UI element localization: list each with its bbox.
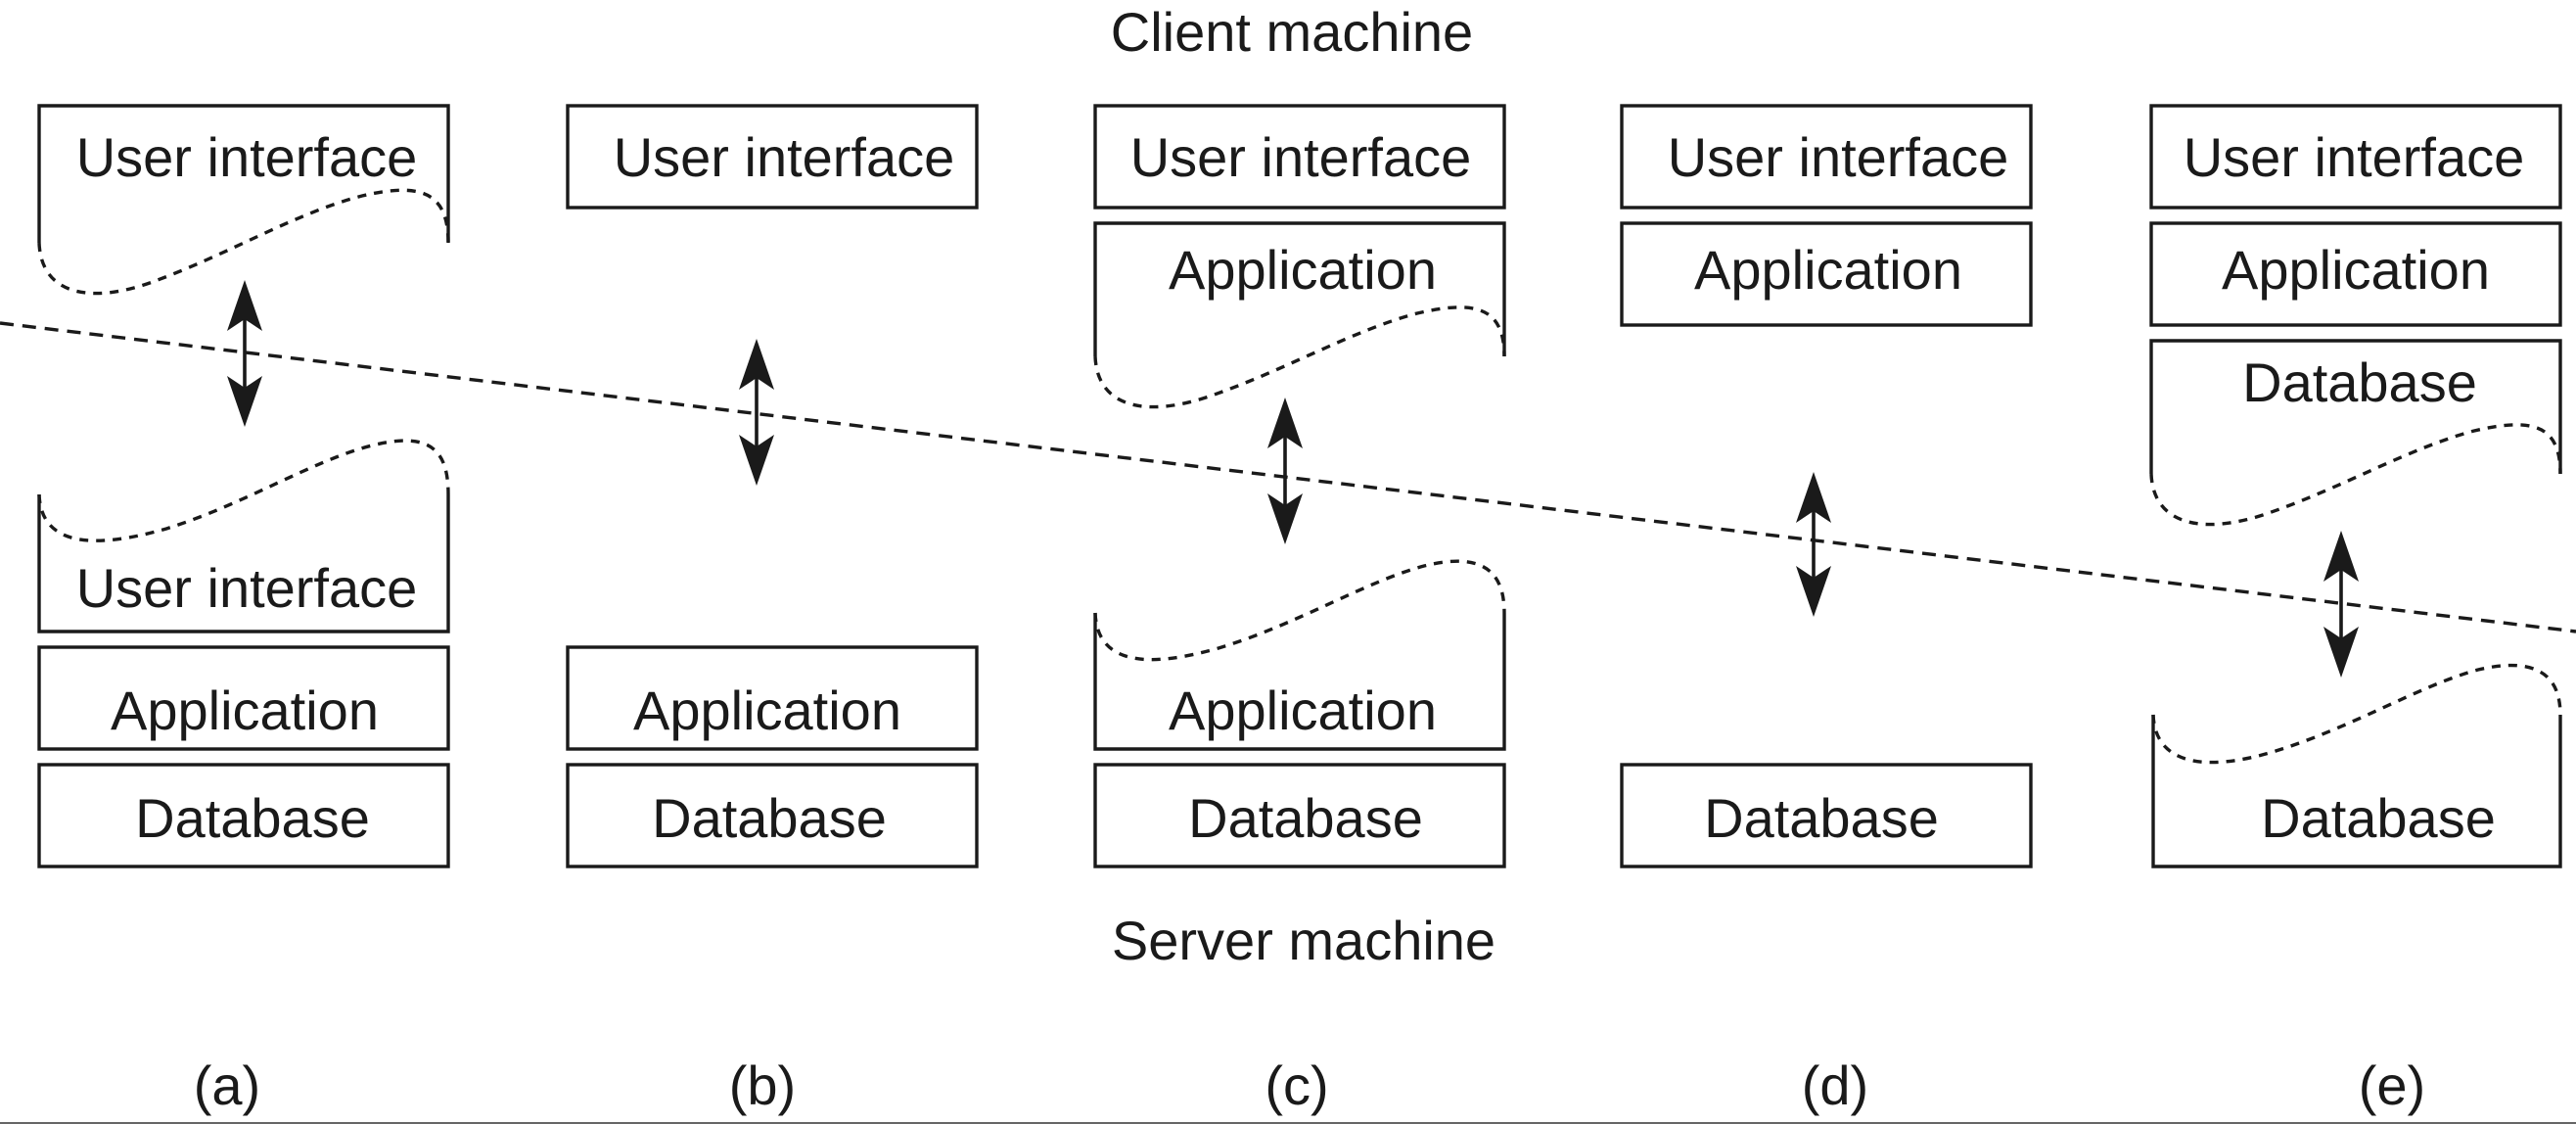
column-c-server-database-box: Database bbox=[1093, 763, 1506, 868]
column-b-server-database-label: Database bbox=[652, 787, 887, 849]
column-a: User interface User interface Applicatio… bbox=[37, 104, 450, 1116]
column-c-client-ui-box: User interface bbox=[1093, 104, 1506, 210]
column-c-arrow bbox=[1267, 398, 1303, 544]
column-a-caption: (a) bbox=[194, 1054, 260, 1116]
column-c-client-application-label: Application bbox=[1169, 239, 1437, 301]
column-c-server-application-label: Application bbox=[1169, 679, 1437, 741]
column-c-client-application-box: Application bbox=[1093, 221, 1506, 409]
column-b-arrow bbox=[739, 339, 774, 486]
column-d-client-ui-label: User interface bbox=[1668, 126, 2009, 188]
column-a-server-ui-box: User interface bbox=[37, 439, 450, 633]
column-c-client-ui-label: User interface bbox=[1130, 126, 1472, 188]
column-a-client-ui-label: User interface bbox=[76, 126, 418, 188]
column-d-client-ui-box: User interface bbox=[1620, 104, 2033, 210]
column-e-client-database-box: Database bbox=[2149, 339, 2562, 527]
server-machine-title: Server machine bbox=[1112, 910, 1495, 971]
column-a-server-application-label: Application bbox=[111, 679, 379, 741]
column-e-client-ui-label: User interface bbox=[2184, 126, 2525, 188]
column-b: User interface Application Database (b) bbox=[566, 104, 979, 1116]
column-e-client-database-label: Database bbox=[2242, 351, 2477, 413]
column-a-client-ui-box: User interface bbox=[37, 104, 450, 296]
column-d-server-database-box: Database bbox=[1620, 763, 2033, 868]
column-b-caption: (b) bbox=[729, 1054, 796, 1116]
column-e-arrow bbox=[2323, 531, 2359, 678]
client-machine-title: Client machine bbox=[1111, 1, 1473, 63]
column-c: User interface Application Application D… bbox=[1093, 104, 1506, 1116]
column-e-caption: (e) bbox=[2359, 1054, 2425, 1116]
column-c-caption: (c) bbox=[1265, 1054, 1328, 1116]
column-a-server-database-box: Database bbox=[37, 763, 450, 868]
column-e-client-ui-box: User interface bbox=[2149, 104, 2562, 210]
column-e-server-database-label: Database bbox=[2261, 787, 2496, 849]
client-server-divider bbox=[0, 321, 2576, 633]
column-a-server-database-label: Database bbox=[135, 787, 370, 849]
column-d-client-application-label: Application bbox=[1694, 239, 1962, 301]
column-d-client-application-box: Application bbox=[1620, 221, 2033, 327]
column-b-client-ui-box: User interface bbox=[566, 104, 979, 210]
column-e: User interface Application Database Data… bbox=[2149, 104, 2562, 1116]
column-b-server-application-label: Application bbox=[633, 679, 901, 741]
column-d-caption: (d) bbox=[1802, 1054, 1868, 1116]
column-c-server-database-label: Database bbox=[1188, 787, 1423, 849]
column-a-server-ui-label: User interface bbox=[76, 557, 418, 619]
column-d-arrow bbox=[1796, 472, 1831, 617]
column-a-server-application-box: Application bbox=[37, 645, 450, 751]
column-e-server-database-box: Database bbox=[2151, 663, 2562, 868]
column-e-client-application-box: Application bbox=[2149, 221, 2562, 327]
column-d: User interface Application Database (d) bbox=[1620, 104, 2033, 1116]
column-b-server-database-box: Database bbox=[566, 763, 979, 868]
column-e-client-application-label: Application bbox=[2222, 239, 2490, 301]
column-b-server-application-box: Application bbox=[566, 645, 979, 751]
column-a-arrow bbox=[227, 280, 262, 427]
column-b-client-ui-label: User interface bbox=[614, 126, 955, 188]
column-c-server-application-box: Application bbox=[1093, 559, 1506, 751]
column-d-server-database-label: Database bbox=[1704, 787, 1939, 849]
